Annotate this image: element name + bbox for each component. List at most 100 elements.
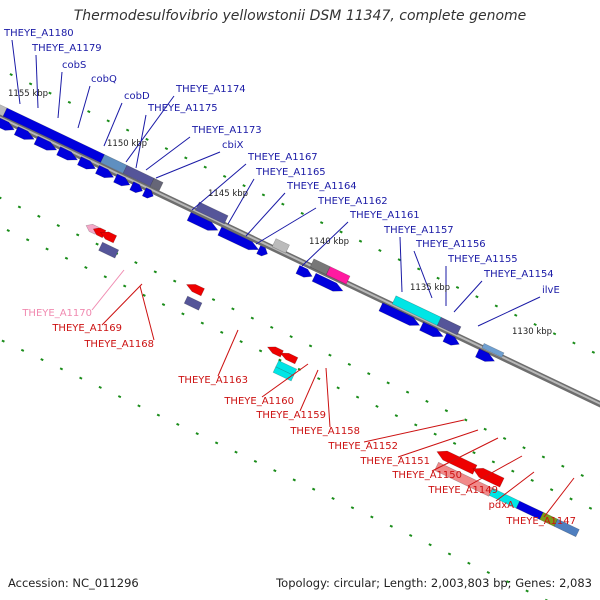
kbp-label: 1155 kbp [8,89,48,99]
gene-label-top-leader [145,136,191,171]
accession-text: Accession: NC_011296 [8,576,139,590]
gene-label-top: cbiX [222,140,244,151]
gene-label-top: THEYE_A1179 [31,43,102,54]
gene-label-top: THEYE_A1161 [349,210,420,221]
cds-forward [0,117,15,131]
cds-forward-slate [194,201,229,225]
tick-mark [486,570,490,574]
tick-mark [0,196,2,200]
tick-mark [270,325,274,329]
tick-mark [184,156,188,160]
tick-mark [370,515,374,519]
tick-mark [211,298,216,302]
map-title: Thermodesulfovibrio yellowstonii DSM 113… [73,8,527,24]
tick-mark [347,362,352,366]
tick-mark [483,427,487,431]
tick-mark [253,459,258,463]
tick-mark [64,256,69,260]
gene-label-bottom-leader [217,329,239,377]
gene-label-top: cobS [62,60,86,71]
tick-mark [123,284,127,288]
gene-label-top: THEYE_A1155 [447,254,518,265]
gene-label-top-leader [11,39,21,105]
gene-label-top-leader [413,250,433,299]
cds-forward [56,146,79,161]
tick-mark [103,275,107,279]
tick-mark [250,316,255,320]
gene-label-bottom-leader [397,429,479,458]
tick-mark [48,91,52,95]
tick-mark [37,214,41,218]
cds-forward [256,245,268,257]
tick-mark [261,193,266,197]
tick-mark [425,399,429,403]
tick-mark [358,239,363,243]
cds-forward [113,173,131,187]
tick-mark [95,242,99,246]
tick-mark [386,381,390,385]
tick-mark [117,395,122,399]
tick-mark [87,110,91,114]
cds-forward [217,226,260,251]
cds-reverse [436,450,478,475]
tick-mark [6,229,10,233]
cds-forward [475,348,496,362]
gene-label-bottom-leader [495,471,535,502]
tick-mark [308,344,313,348]
tick-mark [561,464,565,468]
gene-label-bottom-leader [261,363,309,398]
tick-mark [455,285,460,289]
gene-label-top-leader [57,71,63,119]
tick-mark [541,455,546,459]
tick-mark [444,409,449,413]
tick-mark [214,441,219,445]
gene-label-top: THEYE_A1157 [383,225,454,236]
gene-label-bottom: THEYE_A1163 [177,375,248,386]
gene-label-top-leader [227,178,255,225]
gene-label-top-leader [453,280,483,313]
gene-label-bottom: THEYE_A1158 [289,426,360,437]
gene-label-top-leader [191,163,247,211]
gene-label-top: THEYE_A1154 [483,269,554,280]
cds-forward [141,187,154,199]
tick-mark [84,266,88,270]
cds-reverse [472,467,505,488]
tick-mark [530,478,534,482]
tick-mark [394,414,399,418]
cds-forward-slate [436,316,462,336]
tick-mark [75,233,80,237]
tick-mark [311,487,316,491]
tick-mark [222,174,227,178]
gene-label-bottom: THEYE_A1149 [427,485,498,496]
tick-mark [494,304,499,308]
tick-mark [428,543,432,547]
tick-mark [328,353,332,357]
tick-mark [506,580,510,584]
gene-label-top-leader [103,102,123,147]
tick-mark [1,339,5,343]
tick-mark [569,497,573,501]
gene-label-top-leader [125,95,175,163]
cds-reverse [99,231,118,244]
gene-labels: THEYE_A1180THEYE_A1179cobScobQcobDTHEYE_… [3,28,576,527]
tick-mark [552,332,557,336]
gene-features [0,104,580,538]
tick-mark [56,224,60,228]
gene-label-top-leader [135,114,147,169]
tick-mark [397,258,401,262]
gene-label-top-leader [245,192,286,237]
tick-mark [355,395,360,399]
gene-label-top: THEYE_A1162 [317,196,388,207]
tick-mark [447,552,452,556]
kbp-label: 1140 kbp [309,237,349,247]
gene-label-bottom: THEYE_A1160 [223,396,294,407]
tick-mark [17,205,22,209]
cds-reverse [185,284,205,297]
tick-mark [389,524,393,528]
gene-label-top-leader [77,85,91,129]
gene-label-bottom-leader [467,455,523,487]
tick-mark [25,238,30,242]
gene-label-bottom-leader [299,369,319,412]
